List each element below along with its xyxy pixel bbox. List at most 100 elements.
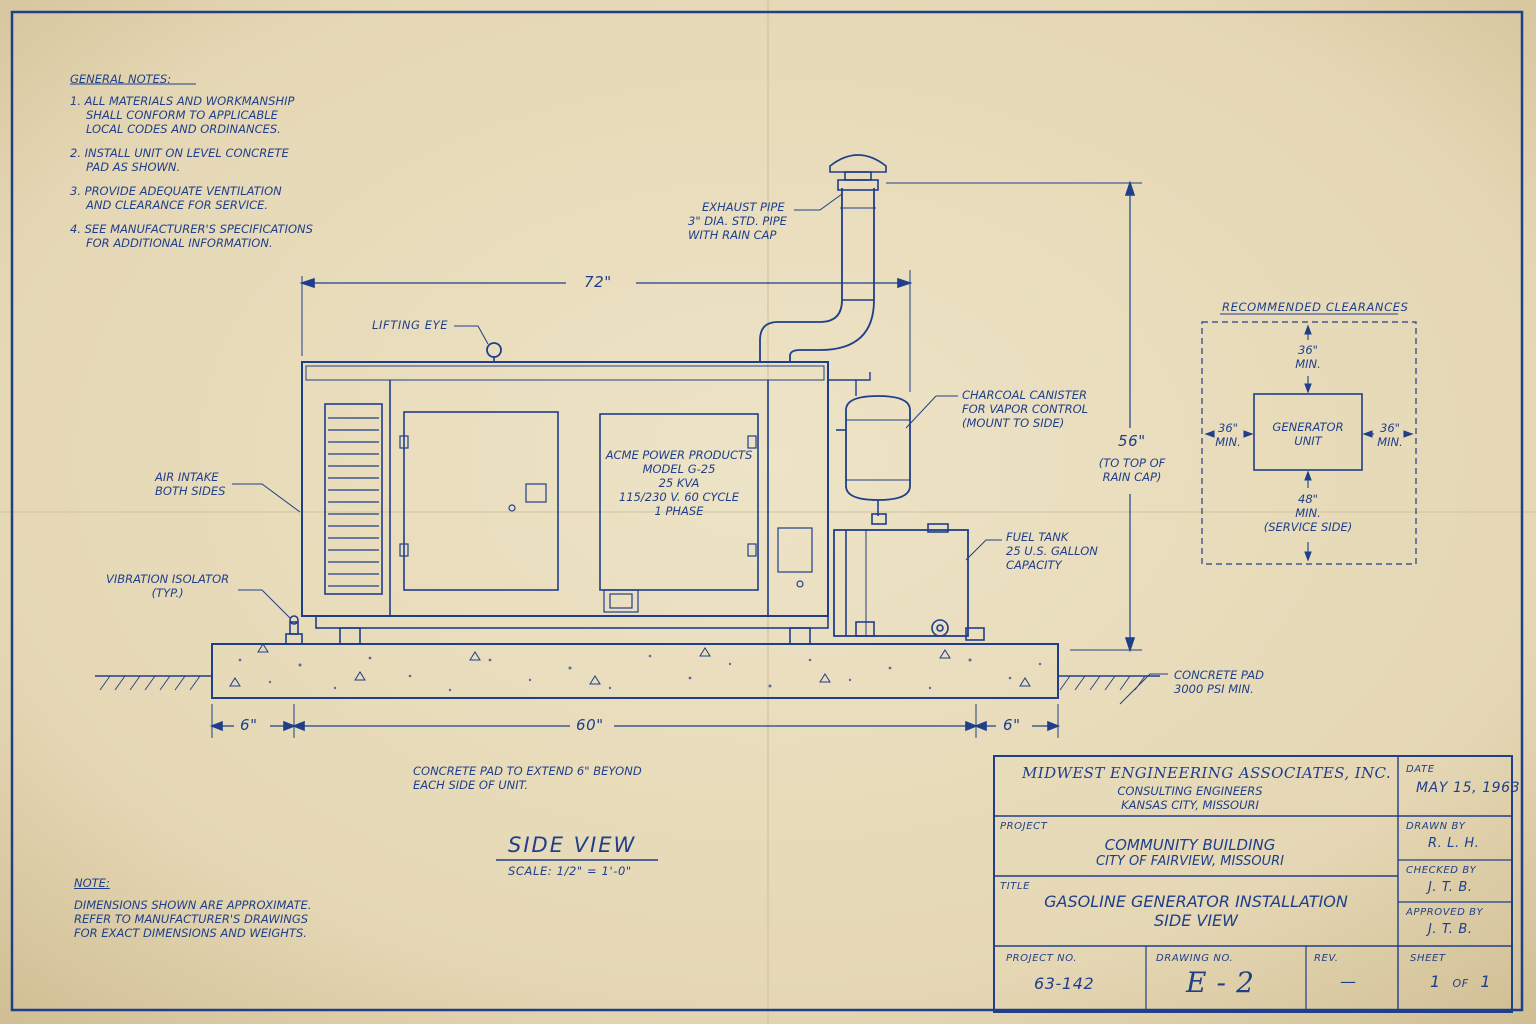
firm-sub-line-1: CONSULTING ENGINEERS: [1117, 784, 1263, 798]
air-intake-callout: AIR INTAKE BOTH SIDES: [155, 470, 225, 498]
clearance-bottom-service: (SERVICE SIDE): [1263, 520, 1353, 534]
height-note: (TO TOP OF RAIN CAP): [1092, 456, 1172, 484]
note-heading: NOTE:: [74, 876, 110, 890]
clearance-left-min: MIN.: [1215, 435, 1241, 449]
drawing-title-line-2: SIDE VIEW: [1154, 911, 1238, 930]
clearance-right: 36" MIN.: [1370, 421, 1410, 449]
note-3-line-1: 3. PROVIDE ADEQUATE VENTILATION: [70, 184, 282, 198]
nameplate-line-4: 115/230 V. 60 CYCLE: [618, 490, 740, 504]
note-line-1: DIMENSIONS SHOWN ARE APPROXIMATE.: [74, 898, 312, 912]
drawing-title: GASOLINE GENERATOR INSTALLATION SIDE VIE…: [1016, 892, 1376, 930]
fuel-tank-line-2: 25 U.S. GALLON: [1006, 544, 1098, 558]
lifting-eye-callout: LIFTING EYE: [372, 318, 449, 332]
pad-extend-note: CONCRETE PAD TO EXTEND 6" BEYOND EACH SI…: [413, 764, 642, 792]
clearances-heading: RECOMMENDED CLEARANCES: [1222, 300, 1409, 314]
canister-line-2: FOR VAPOR CONTROL: [962, 402, 1089, 416]
dimension-56: 56": [1118, 432, 1146, 450]
date-value: MAY 15, 1963: [1416, 780, 1521, 796]
rev-label: REV.: [1314, 953, 1339, 964]
vibration-line-2: (TYP.): [151, 586, 184, 600]
sheet-value: 1 OF 1: [1430, 972, 1491, 991]
note-1-line-1: 1. ALL MATERIALS AND WORKMANSHIP: [70, 94, 295, 108]
project-name: COMMUNITY BUILDING CITY OF FAIRVIEW, MIS…: [1060, 836, 1320, 869]
fuel-tank-line-3: CAPACITY: [1006, 558, 1062, 572]
dimension-72: 72": [584, 273, 612, 291]
dimension-left-6: 6": [240, 716, 258, 734]
note-line-2: REFER TO MANUFACTURER'S DRAWINGS: [74, 912, 309, 926]
air-intake-line-1: AIR INTAKE: [155, 470, 219, 484]
note-2-line-1: 2. INSTALL UNIT ON LEVEL CONCRETE: [70, 146, 289, 160]
approved-by-value: J. T. B.: [1428, 922, 1473, 937]
canister-line-3: (MOUNT TO SIDE): [962, 416, 1065, 430]
clearance-top-value: 36": [1298, 343, 1318, 357]
exhaust-pipe-callout: EXHAUST PIPE 3" DIA. STD. PIPE WITH RAIN…: [688, 200, 787, 242]
exhaust-line-2: 3" DIA. STD. PIPE: [688, 214, 787, 228]
clearance-left-value: 36": [1218, 421, 1238, 435]
drawn-by-label: DRAWN BY: [1406, 821, 1466, 832]
clearance-bottom-value: 48": [1298, 492, 1318, 506]
clearance-unit-line-2: UNIT: [1294, 434, 1322, 448]
concrete-pad-line-2: 3000 PSI MIN.: [1174, 682, 1254, 696]
clearance-unit-line-1: GENERATOR: [1272, 420, 1344, 434]
note-line-3: FOR EXACT DIMENSIONS AND WEIGHTS.: [74, 926, 307, 940]
dimension-60: 60": [576, 716, 604, 734]
general-notes: GENERAL NOTES: 1. ALL MATERIALS AND WORK…: [70, 72, 313, 250]
clearance-bottom: 48" MIN. (SERVICE SIDE): [1248, 492, 1368, 534]
clearance-right-min: MIN.: [1377, 435, 1403, 449]
nameplate-line-1: ACME POWER PRODUCTS: [605, 448, 753, 462]
fuel-tank-line-1: FUEL TANK: [1006, 530, 1069, 544]
exhaust-line-1: EXHAUST PIPE: [702, 200, 785, 214]
note-4-line-1: 4. SEE MANUFACTURER'S SPECIFICATIONS: [70, 222, 313, 236]
fuel-tank-callout: FUEL TANK 25 U.S. GALLON CAPACITY: [1006, 530, 1098, 572]
exhaust-line-3: WITH RAIN CAP: [688, 228, 777, 242]
clearance-unit: GENERATOR UNIT: [1258, 420, 1358, 448]
sheet-current: 1: [1430, 972, 1441, 991]
firm-name: MIDWEST ENGINEERING ASSOCIATES, INC.: [1022, 764, 1392, 782]
project-line-2: CITY OF FAIRVIEW, MISSOURI: [1096, 854, 1284, 869]
approved-by-label: APPROVED BY: [1406, 907, 1484, 918]
sheet-total: 1: [1480, 972, 1492, 991]
clearance-top-min: MIN.: [1295, 357, 1321, 371]
date-label: DATE: [1406, 764, 1435, 775]
project-line-1: COMMUNITY BUILDING: [1104, 836, 1276, 854]
note-1-line-2: SHALL CONFORM TO APPLICABLE: [86, 108, 278, 122]
concrete-pad-line-1: CONCRETE PAD: [1174, 668, 1265, 682]
height-note-line-2: RAIN CAP): [1102, 470, 1162, 484]
vibration-isolator-callout: VIBRATION ISOLATOR (TYP.): [106, 572, 229, 600]
rev-value: —: [1340, 972, 1357, 991]
charcoal-canister-callout: CHARCOAL CANISTER FOR VAPOR CONTROL (MOU…: [962, 388, 1088, 430]
nameplate: ACME POWER PRODUCTS MODEL G-25 25 KVA 11…: [604, 448, 754, 518]
sheet-of: OF: [1452, 977, 1469, 990]
drawing-no-label: DRAWING NO.: [1156, 953, 1234, 964]
clearance-top: 36" MIN.: [1278, 343, 1338, 371]
checked-by-label: CHECKED BY: [1406, 865, 1477, 876]
note-3-line-2: AND CLEARANCE FOR SERVICE.: [86, 198, 269, 212]
nameplate-line-2: MODEL G-25: [642, 462, 716, 476]
note-2-line-2: PAD AS SHOWN.: [86, 160, 181, 174]
height-note-line-1: (TO TOP OF: [1098, 456, 1166, 470]
view-scale: SCALE: 1/2" = 1'-0": [508, 864, 632, 878]
project-label: PROJECT: [1000, 821, 1048, 832]
clearance-right-value: 36": [1380, 421, 1400, 435]
clearance-bottom-min: MIN.: [1295, 506, 1321, 520]
firm-subtitle: CONSULTING ENGINEERS KANSAS CITY, MISSOU…: [1060, 784, 1320, 812]
note-block: NOTE: DIMENSIONS SHOWN ARE APPROXIMATE. …: [74, 876, 311, 940]
nameplate-line-3: 25 KVA: [658, 476, 700, 490]
general-notes-heading: GENERAL NOTES:: [70, 72, 172, 86]
checked-by-value: J. T. B.: [1428, 880, 1473, 895]
project-no-value: 63-142: [1034, 974, 1095, 993]
canister-line-1: CHARCOAL CANISTER: [962, 388, 1088, 402]
pad-note-line-2: EACH SIDE OF UNIT.: [413, 778, 528, 792]
vibration-line-1: VIBRATION ISOLATOR: [106, 572, 230, 586]
concrete-pad-callout: CONCRETE PAD 3000 PSI MIN.: [1174, 668, 1264, 696]
title-label: TITLE: [1000, 881, 1031, 892]
pad-note-line-1: CONCRETE PAD TO EXTEND 6" BEYOND: [413, 764, 642, 778]
nameplate-line-5: 1 PHASE: [654, 504, 704, 518]
air-intake-line-2: BOTH SIDES: [155, 484, 226, 498]
view-title: SIDE VIEW: [508, 833, 637, 857]
dimension-right-6: 6": [1003, 716, 1021, 734]
project-no-label: PROJECT NO.: [1006, 953, 1078, 964]
drawn-by-value: R. L. H.: [1428, 836, 1480, 851]
firm-sub-line-2: KANSAS CITY, MISSOURI: [1121, 798, 1259, 812]
